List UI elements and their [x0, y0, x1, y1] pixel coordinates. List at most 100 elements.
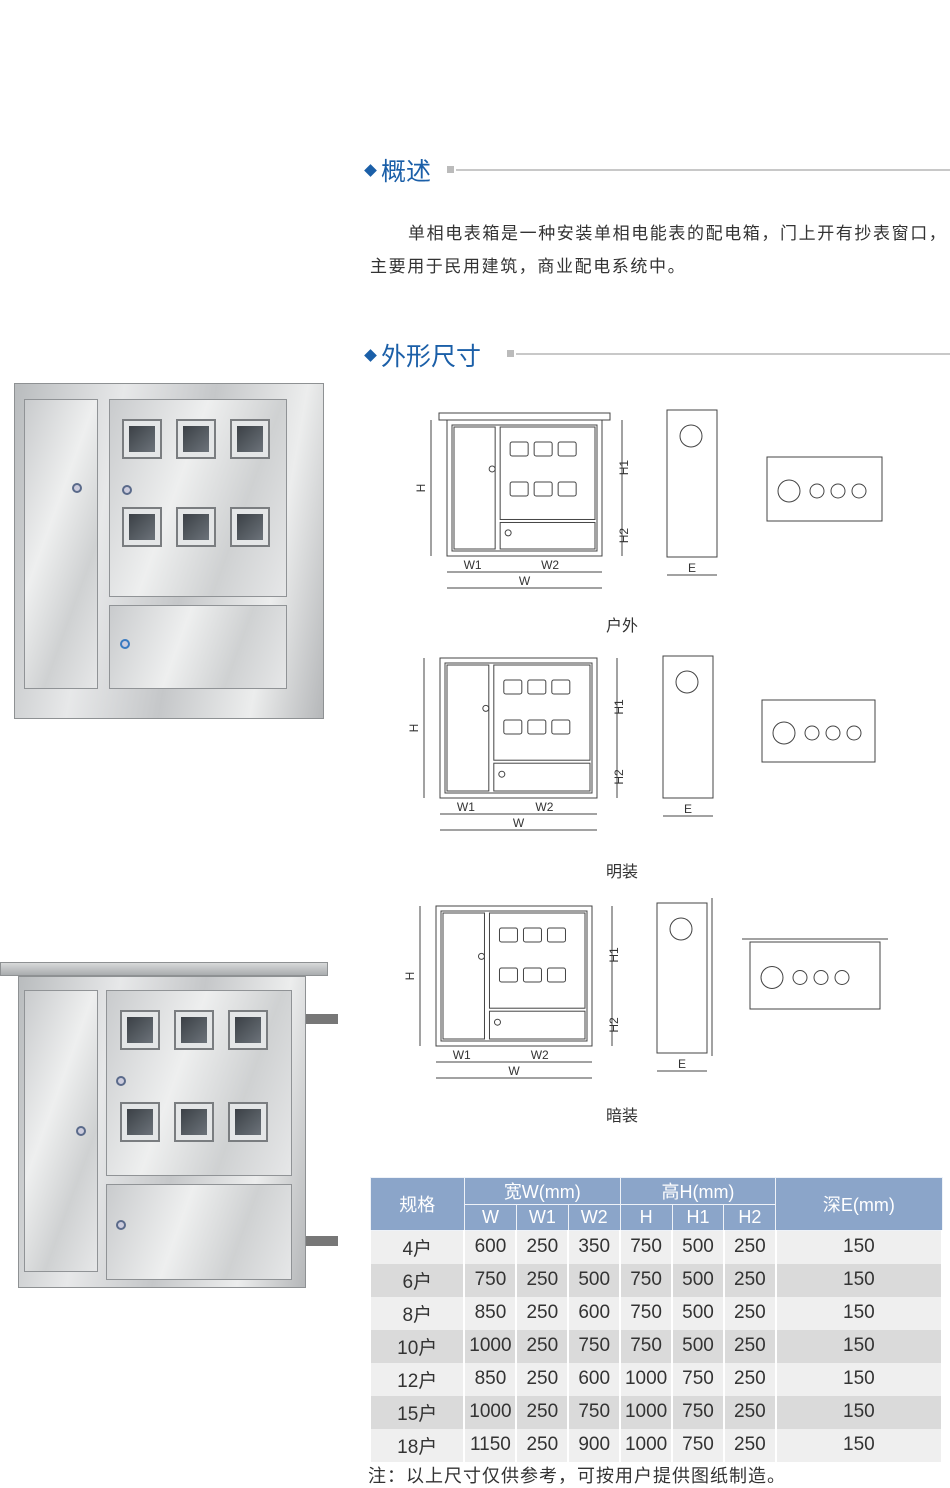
dimension-label-w: W: [513, 816, 525, 830]
dimensions-heading: 外形尺寸: [364, 337, 482, 373]
side-view: [662, 655, 714, 799]
table-cell: 250: [722, 1230, 777, 1264]
table-cell: 850: [463, 1362, 518, 1396]
cable-entry-circle: [675, 670, 699, 694]
subheader-cell: H1: [671, 1204, 725, 1231]
overview-text: 单相电表箱是一种安装单相电能表的配电箱，门上开有抄表窗口，主要用于民用建筑，商业…: [370, 224, 948, 277]
subheader-cell: W1: [515, 1204, 569, 1231]
dimension-label-w1: W1: [457, 800, 475, 814]
table-cell: 4户: [368, 1230, 466, 1264]
knockout-small: [851, 483, 867, 499]
table-cell: 500: [567, 1263, 622, 1297]
table-cell: 600: [567, 1296, 622, 1330]
meter-window: [527, 679, 547, 695]
front-view: [446, 419, 603, 557]
dimension-label-w1: W1: [464, 558, 482, 572]
table-cell: 1000: [619, 1428, 674, 1462]
table-cell: 250: [722, 1296, 777, 1330]
knockout-small: [813, 970, 829, 985]
table-cell: 1000: [619, 1395, 674, 1429]
product-photo-outdoor: [0, 962, 345, 1292]
table-cell: 900: [567, 1428, 622, 1462]
meter-window: [522, 967, 542, 983]
knockout-small: [804, 725, 820, 741]
dimension-label-h2: H2: [612, 769, 626, 785]
overview-heading: 概述: [364, 152, 432, 188]
knockout-small: [830, 483, 846, 499]
table-cell: 500: [671, 1263, 725, 1297]
bottom-view: [749, 941, 881, 1010]
table-cell: 500: [671, 1329, 725, 1363]
table-cell: 750: [567, 1329, 622, 1363]
table-cell: 750: [671, 1428, 725, 1462]
knockout-large: [772, 721, 796, 745]
table-cell: 6户: [368, 1263, 466, 1297]
dimension-label-h1: H1: [617, 460, 631, 476]
table-cell: 750: [619, 1296, 674, 1330]
table-cell: 250: [722, 1263, 777, 1297]
roof: [438, 412, 611, 421]
table-cell: 350: [567, 1230, 622, 1264]
meter-window: [557, 481, 577, 497]
table-cell: 500: [671, 1296, 725, 1330]
table-cell: 600: [463, 1230, 518, 1264]
dimensions-title: 外形尺寸: [381, 342, 482, 371]
table-cell: 150: [774, 1362, 944, 1396]
lock-icon: [498, 770, 506, 778]
table-cell: 250: [515, 1428, 570, 1462]
table-cell: 150: [774, 1428, 944, 1462]
table-cell: 150: [774, 1329, 944, 1363]
cable-entry-circle: [669, 917, 693, 941]
side-view: [656, 902, 708, 1054]
dimension-label-e: E: [688, 561, 696, 575]
subheader-cell: H2: [723, 1204, 777, 1231]
dimension-label-w2: W2: [531, 1048, 549, 1062]
left-door: [453, 426, 496, 550]
table-cell: 150: [774, 1263, 944, 1297]
table-cell: 750: [671, 1395, 725, 1429]
table-cell: 250: [515, 1395, 570, 1429]
dimension-label-h: H: [407, 724, 421, 733]
front-inner: [444, 662, 593, 794]
meter-window: [533, 441, 553, 457]
overview-title: 概述: [381, 157, 432, 186]
knockout-large: [777, 479, 801, 503]
lower-door: [488, 1010, 586, 1040]
meter-window: [509, 441, 529, 457]
divider-line: [456, 169, 950, 171]
meter-door: [499, 426, 596, 520]
table-cell: 600: [567, 1362, 622, 1396]
header-width: 宽W(mm): [463, 1177, 621, 1205]
table-cell: 1150: [463, 1428, 518, 1462]
table-cell: 750: [619, 1329, 674, 1363]
dimension-label-w2: W2: [535, 800, 553, 814]
meter-window: [509, 481, 529, 497]
front-view: [439, 657, 598, 799]
cable-entry-circle: [679, 424, 703, 448]
table-cell: 500: [671, 1230, 725, 1264]
meter-window: [498, 927, 518, 943]
table-cell: 250: [722, 1395, 777, 1429]
table-cell: 1000: [463, 1329, 518, 1363]
caption-surface: 明装: [605, 862, 638, 881]
knockout-small: [825, 725, 841, 741]
front-inner: [440, 910, 588, 1042]
table-cell: 850: [463, 1296, 518, 1330]
left-door: [446, 664, 490, 792]
table-cell: 750: [567, 1395, 622, 1429]
table-cell: 250: [515, 1296, 570, 1330]
subheader-cell: W: [463, 1204, 517, 1231]
meter-window: [546, 967, 566, 983]
meter-window: [551, 679, 571, 695]
diamond-bullet-icon: [364, 163, 377, 177]
caption-outdoor: 户外: [605, 616, 638, 635]
meter-window: [557, 441, 577, 457]
table-cell: 250: [722, 1428, 777, 1462]
diamond-bullet-icon: [364, 348, 377, 362]
meter-window: [551, 719, 571, 735]
